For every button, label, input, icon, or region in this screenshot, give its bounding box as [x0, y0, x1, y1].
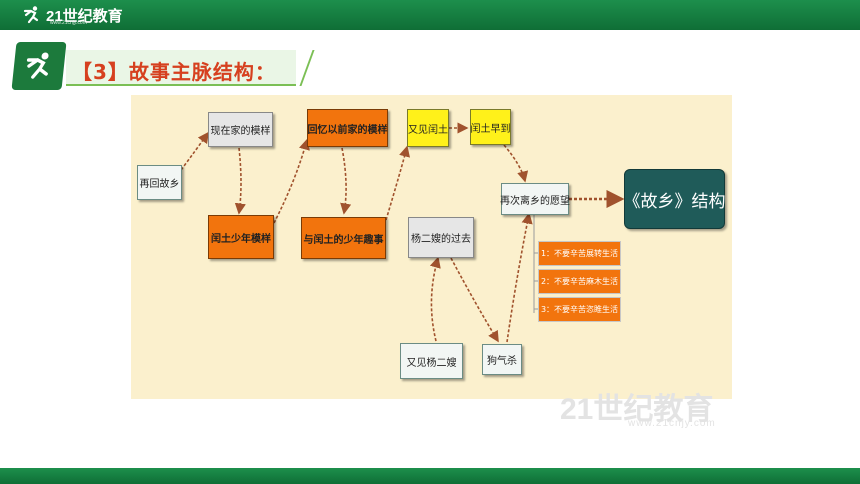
node-home-now: 现在家的模样	[208, 112, 273, 147]
node-see-runtu: 又见闰土	[407, 109, 449, 147]
slide-title-block: 【3】故事主脉结构：	[11, 40, 304, 92]
logo-text: 21世纪教育	[46, 7, 123, 25]
arrow-past-to-dog	[450, 257, 499, 343]
node-return-home: 再回故乡	[137, 165, 182, 200]
bottom-banner	[0, 468, 860, 484]
arrow-home-to-young	[234, 147, 246, 215]
top-banner: 21世纪教育 www.21cnjy.com	[0, 0, 860, 30]
node-wish-1: 1：不要辛苦展转生活	[538, 241, 621, 266]
node-runtu-early: 闰土早到	[470, 109, 511, 145]
title-badge	[11, 42, 67, 90]
arrow-early-to-wish	[503, 144, 529, 183]
runner-logo-icon	[23, 6, 39, 24]
arrow-see-yang-to-past	[429, 256, 441, 342]
arrow-fun-to-see	[385, 145, 410, 221]
node-young-runtu: 闰土少年模样	[208, 215, 274, 259]
arrow-return-to-home	[180, 131, 209, 171]
title-bar	[66, 50, 296, 86]
node-fun-with-runtu: 与闰土的少年趣事	[301, 217, 386, 259]
watermark-url: www.21cnjy.com	[628, 418, 716, 429]
node-structure: 《故乡》结构	[624, 169, 726, 229]
node-see-yang: 又见杨二嫂	[400, 343, 463, 379]
watermark: 21世纪教育 www.21cnjy.com	[560, 384, 716, 429]
logo-url: www.21cnjy.com	[50, 20, 87, 26]
bracket-wish-list	[533, 215, 538, 313]
node-yang-past: 杨二嫂的过去	[408, 217, 474, 258]
story-structure-diagram: 再回故乡 现在家的模样 闰土少年模样 回忆以前家的模样 与闰土的少年趣事 又见闰…	[131, 95, 732, 399]
node-wish-2: 2：不要辛苦麻木生活	[538, 269, 621, 294]
watermark-text: 21世纪教育	[560, 393, 714, 426]
slide-title: 【3】故事主脉结构：	[72, 60, 276, 84]
node-wish-3: 3：不要辛苦恣睢生活	[538, 297, 621, 322]
arrow-memory-to-fun	[340, 147, 352, 215]
diagram-arrows	[180, 122, 625, 343]
arrow-young-to-memory	[273, 138, 310, 224]
node-leave-wish: 再次离乡的愿望	[500, 183, 570, 215]
runner-icon	[26, 52, 49, 79]
arrow-dog-to-wish	[506, 212, 533, 343]
node-memory-home: 回忆以前家的模样	[307, 109, 388, 147]
node-dog-killer: 狗气杀	[482, 344, 522, 375]
site-logo: 21世纪教育 www.21cnjy.com	[22, 4, 123, 26]
